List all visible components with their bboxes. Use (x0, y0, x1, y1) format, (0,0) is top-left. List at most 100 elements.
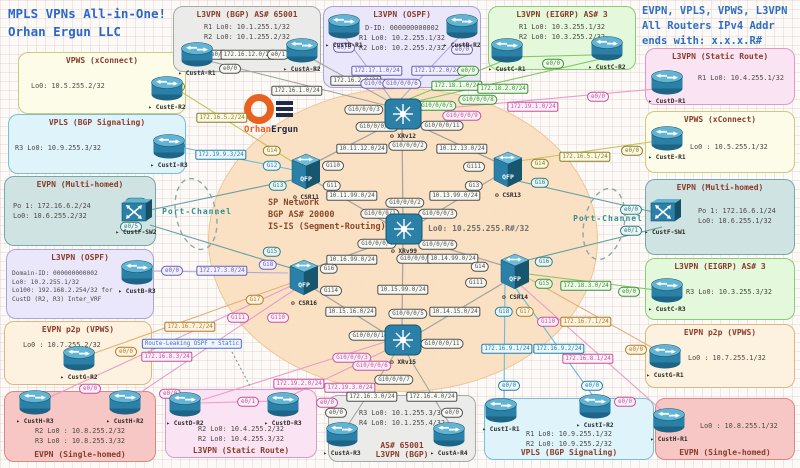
node-custe-r1: ▸ CustE-R1 (632, 125, 702, 161)
subnet-label: 172.16.8.1/24 (562, 353, 614, 365)
node-label: ▸ CustH-R2 (106, 417, 144, 425)
router-icon (648, 343, 682, 374)
subnet-label: 172.16.5.1/24 (559, 151, 611, 163)
interface-label: e0/0 (587, 91, 609, 103)
node-label: ▸ CustC-R1 (488, 65, 526, 73)
subnet-label: 10.15.99.0/24 (377, 284, 429, 296)
router-icon (62, 345, 96, 376)
router-icon (150, 75, 184, 106)
node-xrv12: ⊙ XRv12 (368, 97, 438, 140)
node-custh-r1: ▸ CustH-R1 (634, 407, 704, 443)
box-text-line: R2 Lo0 : 10.8.255.2/32 (34, 427, 126, 435)
node-label: ▸ CustA-R2 (283, 65, 321, 73)
box-text-line: R2 Lo0: 10.9.255.2/32 (526, 440, 612, 448)
sp-line-3: IS-IS (Segment-Routing) (268, 222, 386, 232)
logo-ring-icon (244, 94, 274, 124)
node-xrv15: ⊙ XRv15 (368, 323, 438, 366)
orhan-ergun-logo: OrhanErgun (244, 94, 314, 135)
interface-label: Gi0/0/0/2 (385, 197, 425, 209)
svg-text:QFP: QFP (509, 275, 521, 283)
interface-label: e0/0 (542, 58, 564, 70)
router-icon (108, 389, 142, 420)
box-text-line: R1 Lo0: 10.9.255.1/32 (526, 430, 612, 438)
subnet-label: 172.17.1.0/24 (351, 65, 403, 77)
box-title: VPLS (BGP Signaling) (520, 448, 618, 457)
box-subtitle: L3VPN (BGP) (375, 450, 429, 459)
node-label: ⊙ CSR13 (494, 192, 522, 199)
subnet-label: 172.19.1.0/24 (507, 101, 559, 113)
router-icon (578, 393, 612, 424)
node-label: ⊙ CSR14 (501, 294, 529, 301)
box-evpn-singlehomed-right: EVPN (Single-homed)Lo0 : 10.8.255.1/32 (655, 398, 795, 460)
box-title: L3VPN (EIGRP) AS# 3 (674, 262, 766, 271)
subnet-label: 172.16.9.2/24 (533, 343, 585, 355)
interface-label: Gi0/0/0/2 (388, 140, 428, 152)
node-label: ⊙ CSR11 (292, 194, 320, 201)
node-label: ⊙ XRv15 (389, 359, 417, 366)
node-custf-sw2: ▸ CustF-SW2 (101, 197, 171, 236)
box-title: VPLS (BGP Signaling) (48, 118, 146, 127)
node-label: ▸ CustG-R2 (60, 373, 98, 381)
subnet-label: 172.16.7.2/24 (164, 321, 216, 333)
interface-label: e0/0 (498, 380, 520, 392)
box-title: VPWS (xConnect) (65, 56, 139, 65)
box-text-line: Lo0: 10.5.255.2/32 (31, 82, 105, 90)
node-custg-r1: ▸ CustG-R1 (630, 343, 700, 379)
interface-label: Gi11 (227, 312, 249, 324)
subnet-label: 10.14.15.0/24 (429, 306, 481, 318)
node-custc-r3: ▸ CustC-R3 (632, 277, 702, 313)
router-icon (490, 37, 524, 68)
node-csr16: QFP ⊙ CSR16 (269, 256, 339, 307)
subnet-label: 172.17.2.0/24 (411, 65, 463, 77)
note-line-3: ends with: x.x.x.R# (642, 35, 763, 47)
interface-label: e0/5 (120, 221, 142, 233)
box-text-line: Lo0 : 10.5.255.1/32 (690, 143, 768, 151)
node-custi-r2: ▸ CustI-R2 (560, 393, 630, 429)
interface-label: Gi10 (267, 312, 289, 324)
subnet-label: 172.16.9.1/24 (481, 343, 533, 355)
interface-label: Gi7 (515, 306, 535, 318)
box-text-line: R2 Lo0: 10.1.255.2/32 (204, 33, 290, 41)
node-label: ▸ CustG-R1 (646, 371, 684, 379)
node-custd-r2: ▸ CustD-R2 (150, 391, 220, 427)
corner-note: EVPN, VPLS, VPWS, L3VPN All Routers IPv4… (642, 4, 787, 49)
box-title: VPWS (xConnect) (683, 115, 757, 124)
box-title: L3VPN (EIGRP) AS# 3 (516, 10, 608, 19)
router-icon (650, 125, 684, 156)
node-csr11: QFP ⊙ CSR11 (271, 150, 341, 201)
node-label: ▸ CustD-R1 (648, 97, 686, 105)
box-title: EVPN (Multi-homed) (36, 180, 124, 189)
node-label: ▸ CustE-R1 (648, 153, 686, 161)
node-label: ▸ CustA-R3 (323, 449, 361, 457)
interface-label: e0/0 (115, 346, 137, 358)
subnet-label: 172.16.4.0/24 (406, 391, 458, 403)
node-custb-r2: ▸ CustB-R2 (427, 13, 497, 49)
box-text-line: R1 Lo0: 10.4.255.1/32 (698, 74, 784, 82)
box-text-line: R2 Lo0: 10.3.255.2/32 (519, 33, 605, 41)
subnet-label: 172.16.7.1/24 (560, 316, 612, 328)
box-text-line: Lo0: 10.6.255.2/32 (13, 212, 87, 220)
title-line-1: MPLS VPNs All-in-One! (8, 6, 167, 21)
subnet-label: 172.19.2.0/24 (273, 378, 325, 390)
interface-label: Gi0/0/0/8 (458, 94, 498, 106)
box-text-line: Lo0: 10.2.255.1/32 (12, 278, 80, 286)
node-label: ▸ CustF-SW1 (644, 229, 686, 236)
box-text-line: D-ID: 000000000002 (365, 24, 439, 32)
box-text-line: CustD (R2, R3) Inter_VRF (12, 295, 102, 303)
box-text-line: R1 Lo0: 10.1.255.1/32 (204, 23, 290, 31)
box-text-line: Po 1: 172.16.6.2/24 (13, 202, 91, 210)
subnet-label: 10.15.16.0/24 (325, 306, 377, 318)
node-label: ▸ CustD-R2 (166, 419, 204, 427)
box-text-line: R3 Lo0: 10.9.255.3/32 (15, 144, 101, 152)
box-title: EVPN (Single-homed) (34, 450, 126, 459)
node-csr14: QFP ⊙ CSR14 (480, 250, 550, 301)
node-custg-r2: ▸ CustG-R2 (44, 345, 114, 381)
box-text-line: Domain-ID: 000000000002 (12, 270, 98, 277)
node-custe-r2: ▸ CustE-R2 (132, 75, 202, 111)
box-title: L3VPN (Static Route) (671, 52, 769, 61)
interface-label: Gi0/0/0/5 (388, 308, 428, 320)
node-custh-r3: ▸ CustH-R3 (0, 389, 70, 425)
logo-e-icon (276, 99, 293, 119)
subnet-label: 172.18.2.0/24 (477, 83, 529, 95)
xrv-icon (383, 324, 423, 361)
